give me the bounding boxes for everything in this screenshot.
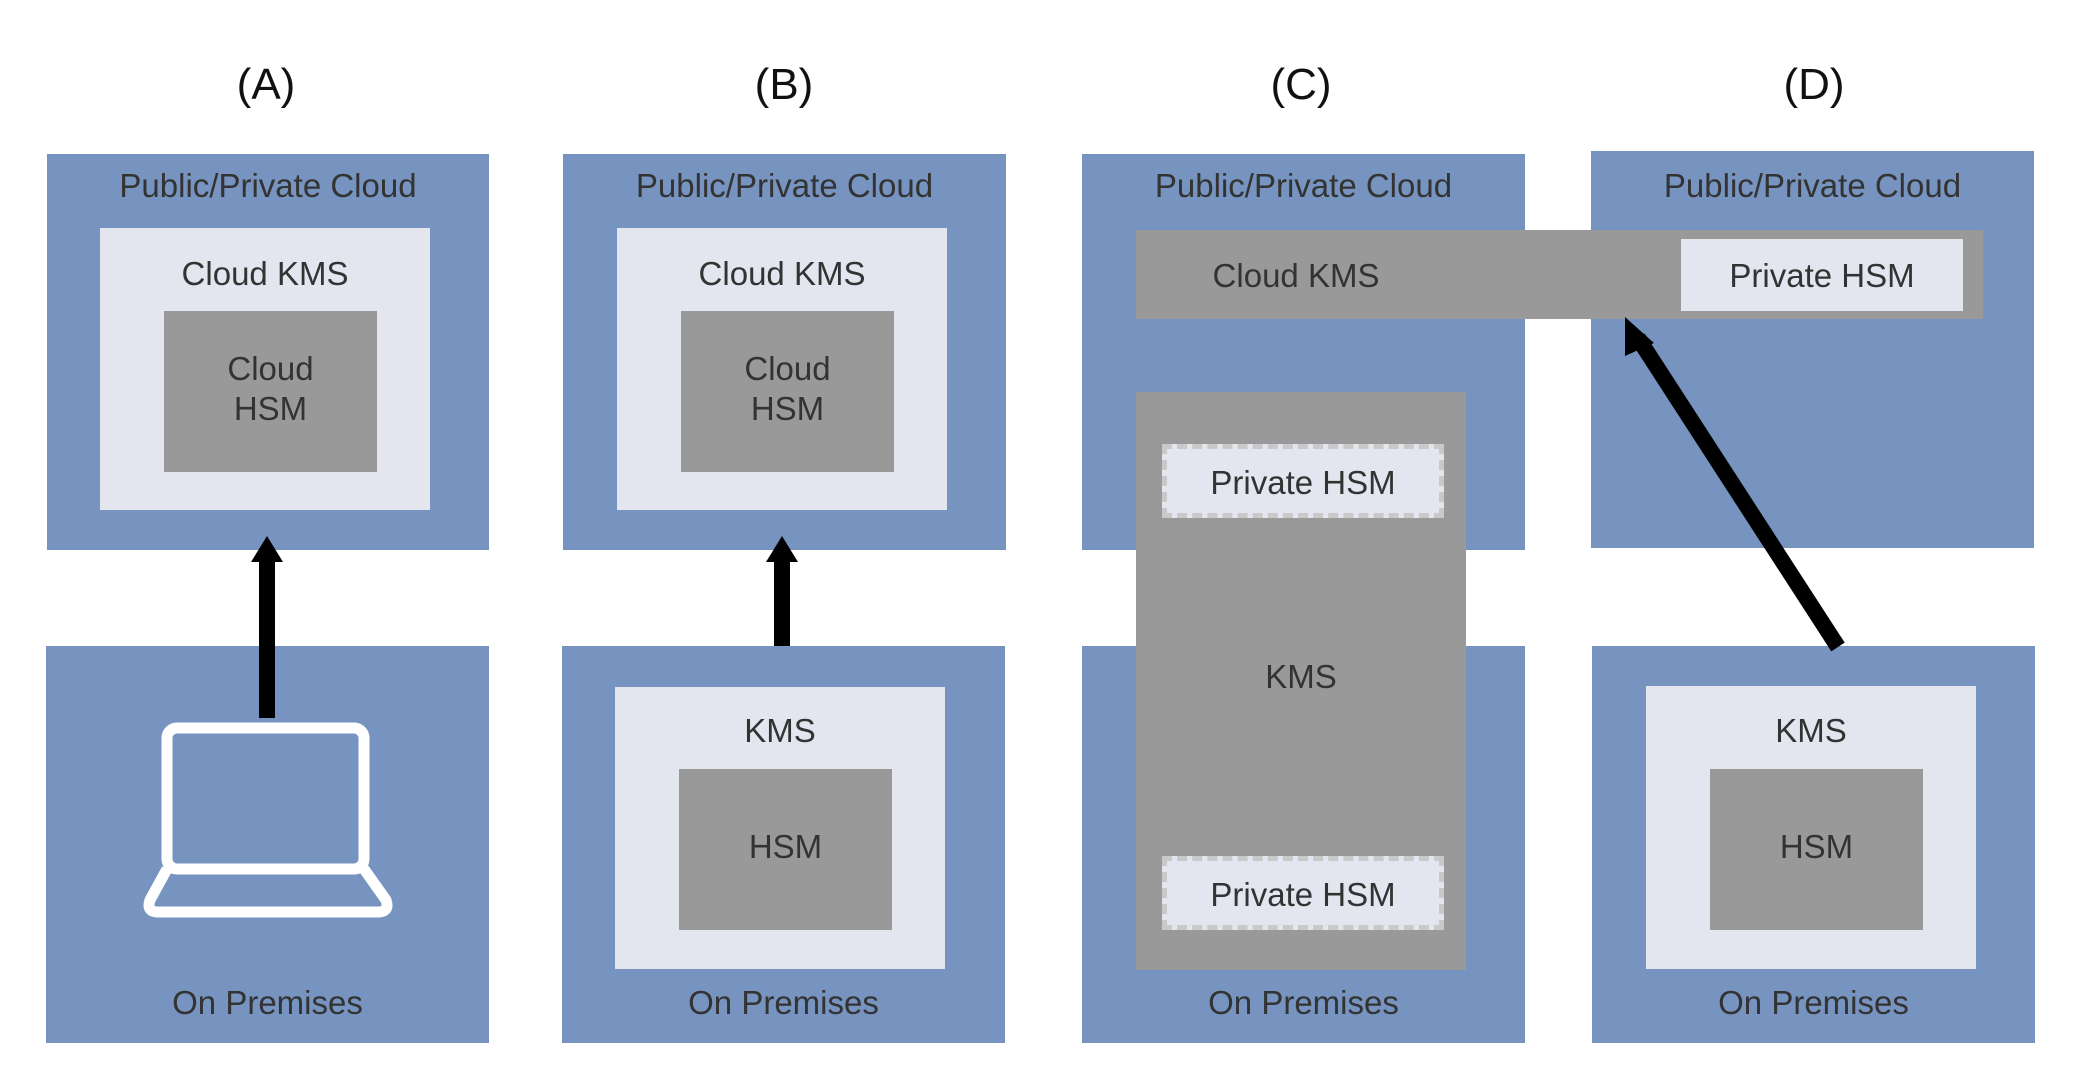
panel-b-premises-title: On Premises	[688, 984, 879, 1021]
shared-cloud-kms-bar: Cloud KMS Private HSM	[1136, 230, 1983, 319]
panel-c-label: (C)	[1270, 60, 1332, 109]
panel-b-premises-kms-label: KMS	[744, 712, 816, 749]
panel-b-cloud-hsm-line1: Cloud	[744, 350, 831, 387]
laptop-icon	[143, 722, 393, 918]
panel-d-premises: KMS HSM On Premises	[1592, 646, 2035, 1043]
panel-d-private-hsm-label: Private HSM	[1729, 257, 1915, 294]
panel-b-premises-hsm-label: HSM	[748, 828, 823, 865]
panel-c-private-hsm-top-label: Private HSM	[1210, 464, 1396, 501]
panel-c-kms-label: KMS	[1265, 658, 1337, 695]
panel-d-premises-hsm: HSM	[1710, 769, 1923, 930]
panel-d-premises-title: On Premises	[1718, 984, 1909, 1021]
panel-d-premises-kms: KMS HSM	[1646, 686, 1976, 969]
panel-a-cloud-hsm: Cloud HSM	[164, 311, 377, 472]
panel-b-cloud: Public/Private Cloud Cloud KMS Cloud HSM	[563, 154, 1006, 550]
arrow-b	[766, 536, 798, 646]
panel-a-premises-title: On Premises	[172, 984, 363, 1021]
panel-b-label: (B)	[754, 60, 814, 109]
panel-c-kms: Private HSM KMS Private HSM	[1136, 392, 1466, 970]
panel-b-premises-kms: KMS HSM	[615, 687, 945, 969]
panel-a-cloud-hsm-line2: HSM	[233, 390, 308, 427]
panel-a-cloud: Public/Private Cloud Cloud KMS Cloud HSM	[47, 154, 489, 550]
panel-d-cloud-title: Public/Private Cloud	[1663, 167, 1962, 204]
panel-c-cloud-kms-label: Cloud KMS	[1212, 257, 1380, 294]
panel-d-label: (D)	[1783, 60, 1845, 109]
panel-a-cloud-kms: Cloud KMS Cloud HSM	[100, 228, 430, 510]
panel-c-cloud-title: Public/Private Cloud	[1154, 167, 1453, 204]
panel-c-private-hsm-bottom-label: Private HSM	[1210, 876, 1396, 913]
panel-d-premises-hsm-label: HSM	[1779, 828, 1854, 865]
panel-a-cloud-kms-label: Cloud KMS	[181, 255, 349, 292]
panel-b-premises-hsm: HSM	[679, 769, 892, 930]
panel-c-premises-title: On Premises	[1208, 984, 1399, 1021]
panel-b-cloud-kms-label: Cloud KMS	[698, 255, 866, 292]
panel-c-private-hsm-bottom: Private HSM	[1162, 856, 1444, 930]
panel-d-premises-kms-label: KMS	[1775, 712, 1847, 749]
panel-b-cloud-kms: Cloud KMS Cloud HSM	[617, 228, 947, 510]
panel-a-label: (A)	[236, 60, 296, 109]
panel-a-cloud-title: Public/Private Cloud	[119, 167, 417, 204]
panel-a-cloud-hsm-line1: Cloud	[227, 350, 314, 387]
panel-b-premises: KMS HSM On Premises	[562, 646, 1005, 1043]
panel-d-private-hsm: Private HSM	[1681, 239, 1963, 311]
panel-c-private-hsm-top: Private HSM	[1162, 444, 1444, 518]
panel-b-cloud-title: Public/Private Cloud	[635, 167, 934, 204]
panel-d-cloud: Public/Private Cloud	[1591, 151, 2034, 548]
panel-b-cloud-hsm-line2: HSM	[750, 390, 825, 427]
panel-b-cloud-hsm: Cloud HSM	[681, 311, 894, 472]
